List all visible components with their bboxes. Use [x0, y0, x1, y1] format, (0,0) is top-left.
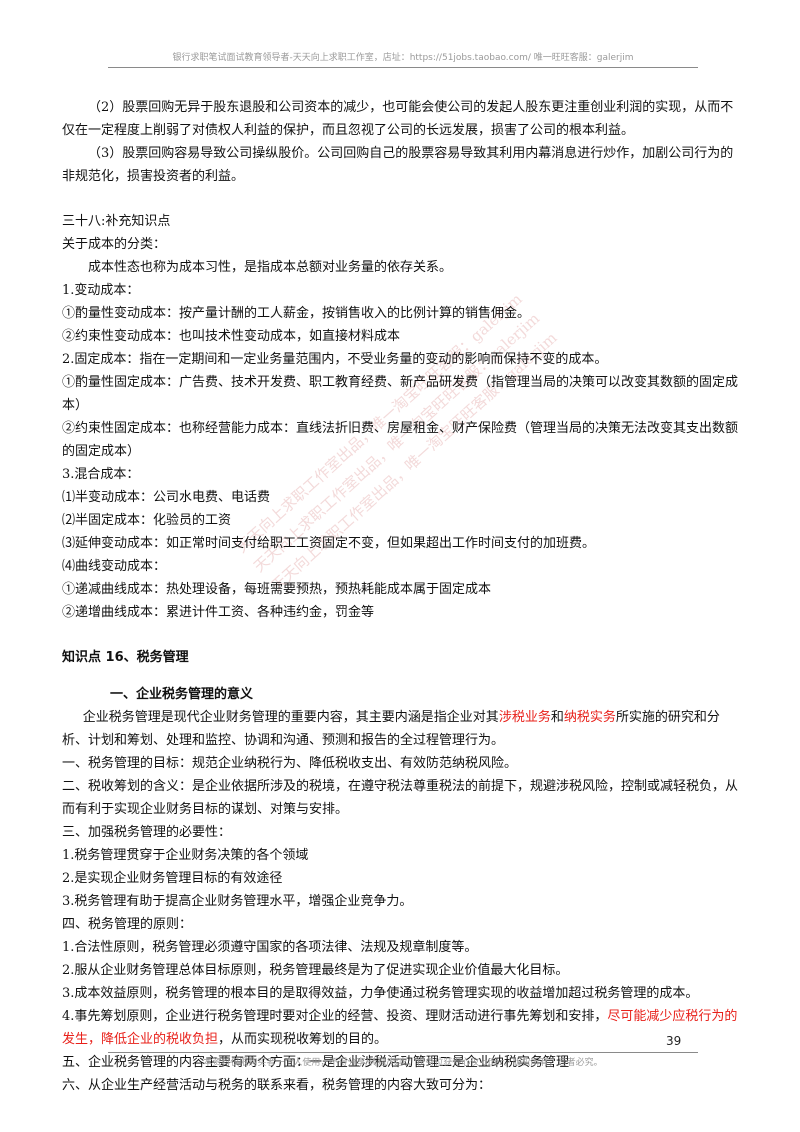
tax-intro: 企业税务管理是现代企业财务管理的重要内容，其主要内涵是指企业对其涉税业务和纳税实…	[62, 710, 720, 748]
highlight-text: 尽可能减少应税行为的发生，降低企业的税收负担	[62, 1009, 738, 1047]
cost-intro: 关于成本的分类：	[62, 237, 167, 252]
section-title-tax: 知识点 16、税务管理	[62, 650, 189, 665]
tax-line: 六、从企业生产经营活动与税务的联系来看，税务管理的内容大致可分为：	[62, 1078, 492, 1093]
tax-line: 4.事先筹划原则，企业进行税务管理时要对企业的经营、投资、理财活动进行事先筹划和…	[62, 1009, 738, 1047]
page-footer: 本资料仅限购买者一个人使用，不得分享/转赠/转卖；税务位获得心仪 offer。版…	[203, 1058, 603, 1068]
cost-item: ⑴半变动成本：公司水电费、电话费	[62, 490, 271, 505]
cost-item: ②约束性固定成本：也称经营能力成本：直线法折旧费、房屋租金、财产保险费（管理当局…	[62, 421, 739, 459]
cost-item: ①酌量性变动成本：按产量计酬的工人薪金，按销售收入的比例计算的销售佣金。	[62, 306, 531, 321]
cost-item: ⑵半固定成本：化验员的工资	[62, 513, 232, 528]
document-body: （2）股票回购无异于股东退股和公司资本的减少，也可能会使公司的发起人股东更注重创…	[62, 96, 742, 1097]
cost-item: ⑷曲线变动成本：	[62, 559, 167, 574]
highlight-text: 涉税业务	[498, 710, 551, 725]
paragraph: （3）股票回购容易导致公司操纵股价。公司回购自己的股票容易导致其利用内幕消息进行…	[62, 146, 734, 184]
tax-line: 1.合法性原则，税务管理必须遵守国家的各项法律、法规及规章制度等。	[62, 940, 478, 955]
cost-item: ①递减曲线成本：热处理设备，每班需要预热，预热耗能成本属于固定成本	[62, 582, 492, 597]
footer-divider	[108, 1052, 698, 1053]
cost-item: ⑶延伸变动成本：如正常时间支付给职工工资固定不变，但如果超出工作时间支付的加班费…	[62, 536, 596, 551]
page-header: 银行求职笔试面试教育领导者-天天向上求职工作室，店址：https://51job…	[108, 50, 698, 68]
tax-line: 五、企业税务管理的内容主要有两个方面：一是企业涉税活动管理二是企业纳税实务管理	[62, 1055, 570, 1070]
cost-item: ②递增曲线成本：累进计件工资、各种违约金，罚金等	[62, 605, 375, 620]
tax-line: 1.税务管理贯穿于企业财务决策的各个领域	[62, 848, 309, 863]
highlight-text: 纳税实务	[563, 710, 616, 725]
tax-line: 2.服从企业财务管理总体目标原则，税务管理最终是为了促进实现企业价值最大化目标。	[62, 963, 569, 978]
tax-line: 3.成本效益原则，税务管理的根本目的是取得效益，力争使通过税务管理实现的收益增加…	[62, 986, 699, 1001]
section-title-cost: 三十八:补充知识点	[62, 214, 171, 229]
tax-line: 2.是实现企业财务管理目标的有效途径	[62, 871, 283, 886]
cost-item: 2.固定成本：指在一定期间和一定业务量范围内，不受业务量的变动的影响而保持不变的…	[62, 352, 608, 367]
cost-item: ②约束性变动成本：也叫技术性变动成本，如直接材料成本	[62, 329, 401, 344]
tax-line: 二、税收筹划的含义：是企业依据所涉及的税境，在遵守税法尊重税法的前提下，规避涉税…	[62, 779, 739, 817]
tax-line: 三、加强税务管理的必要性：	[62, 825, 232, 840]
cost-item: 1.变动成本：	[62, 283, 140, 298]
cost-item: ①酌量性固定成本：广告费、技术开发费、职工教育经费、新产品研发费（指管理当局的决…	[62, 375, 739, 413]
tax-line: 四、税务管理的原则：	[62, 917, 193, 932]
cost-item: 3.混合成本：	[62, 467, 140, 482]
paragraph: （2）股票回购无异于股东退股和公司资本的减少，也可能会使公司的发起人股东更注重创…	[62, 100, 734, 138]
subsection-title: 一、企业税务管理的意义	[110, 687, 254, 702]
page-number: 39	[666, 1034, 682, 1048]
tax-line: 一、税务管理的目标：规范企业纳税行为、降低税收支出、有效防范纳税风险。	[62, 756, 518, 771]
cost-definition: 成本性态也称为成本习性，是指成本总额对业务量的依存关系。	[88, 260, 453, 275]
tax-line: 3.税务管理有助于提高企业财务管理水平，增强企业竞争力。	[62, 894, 413, 909]
